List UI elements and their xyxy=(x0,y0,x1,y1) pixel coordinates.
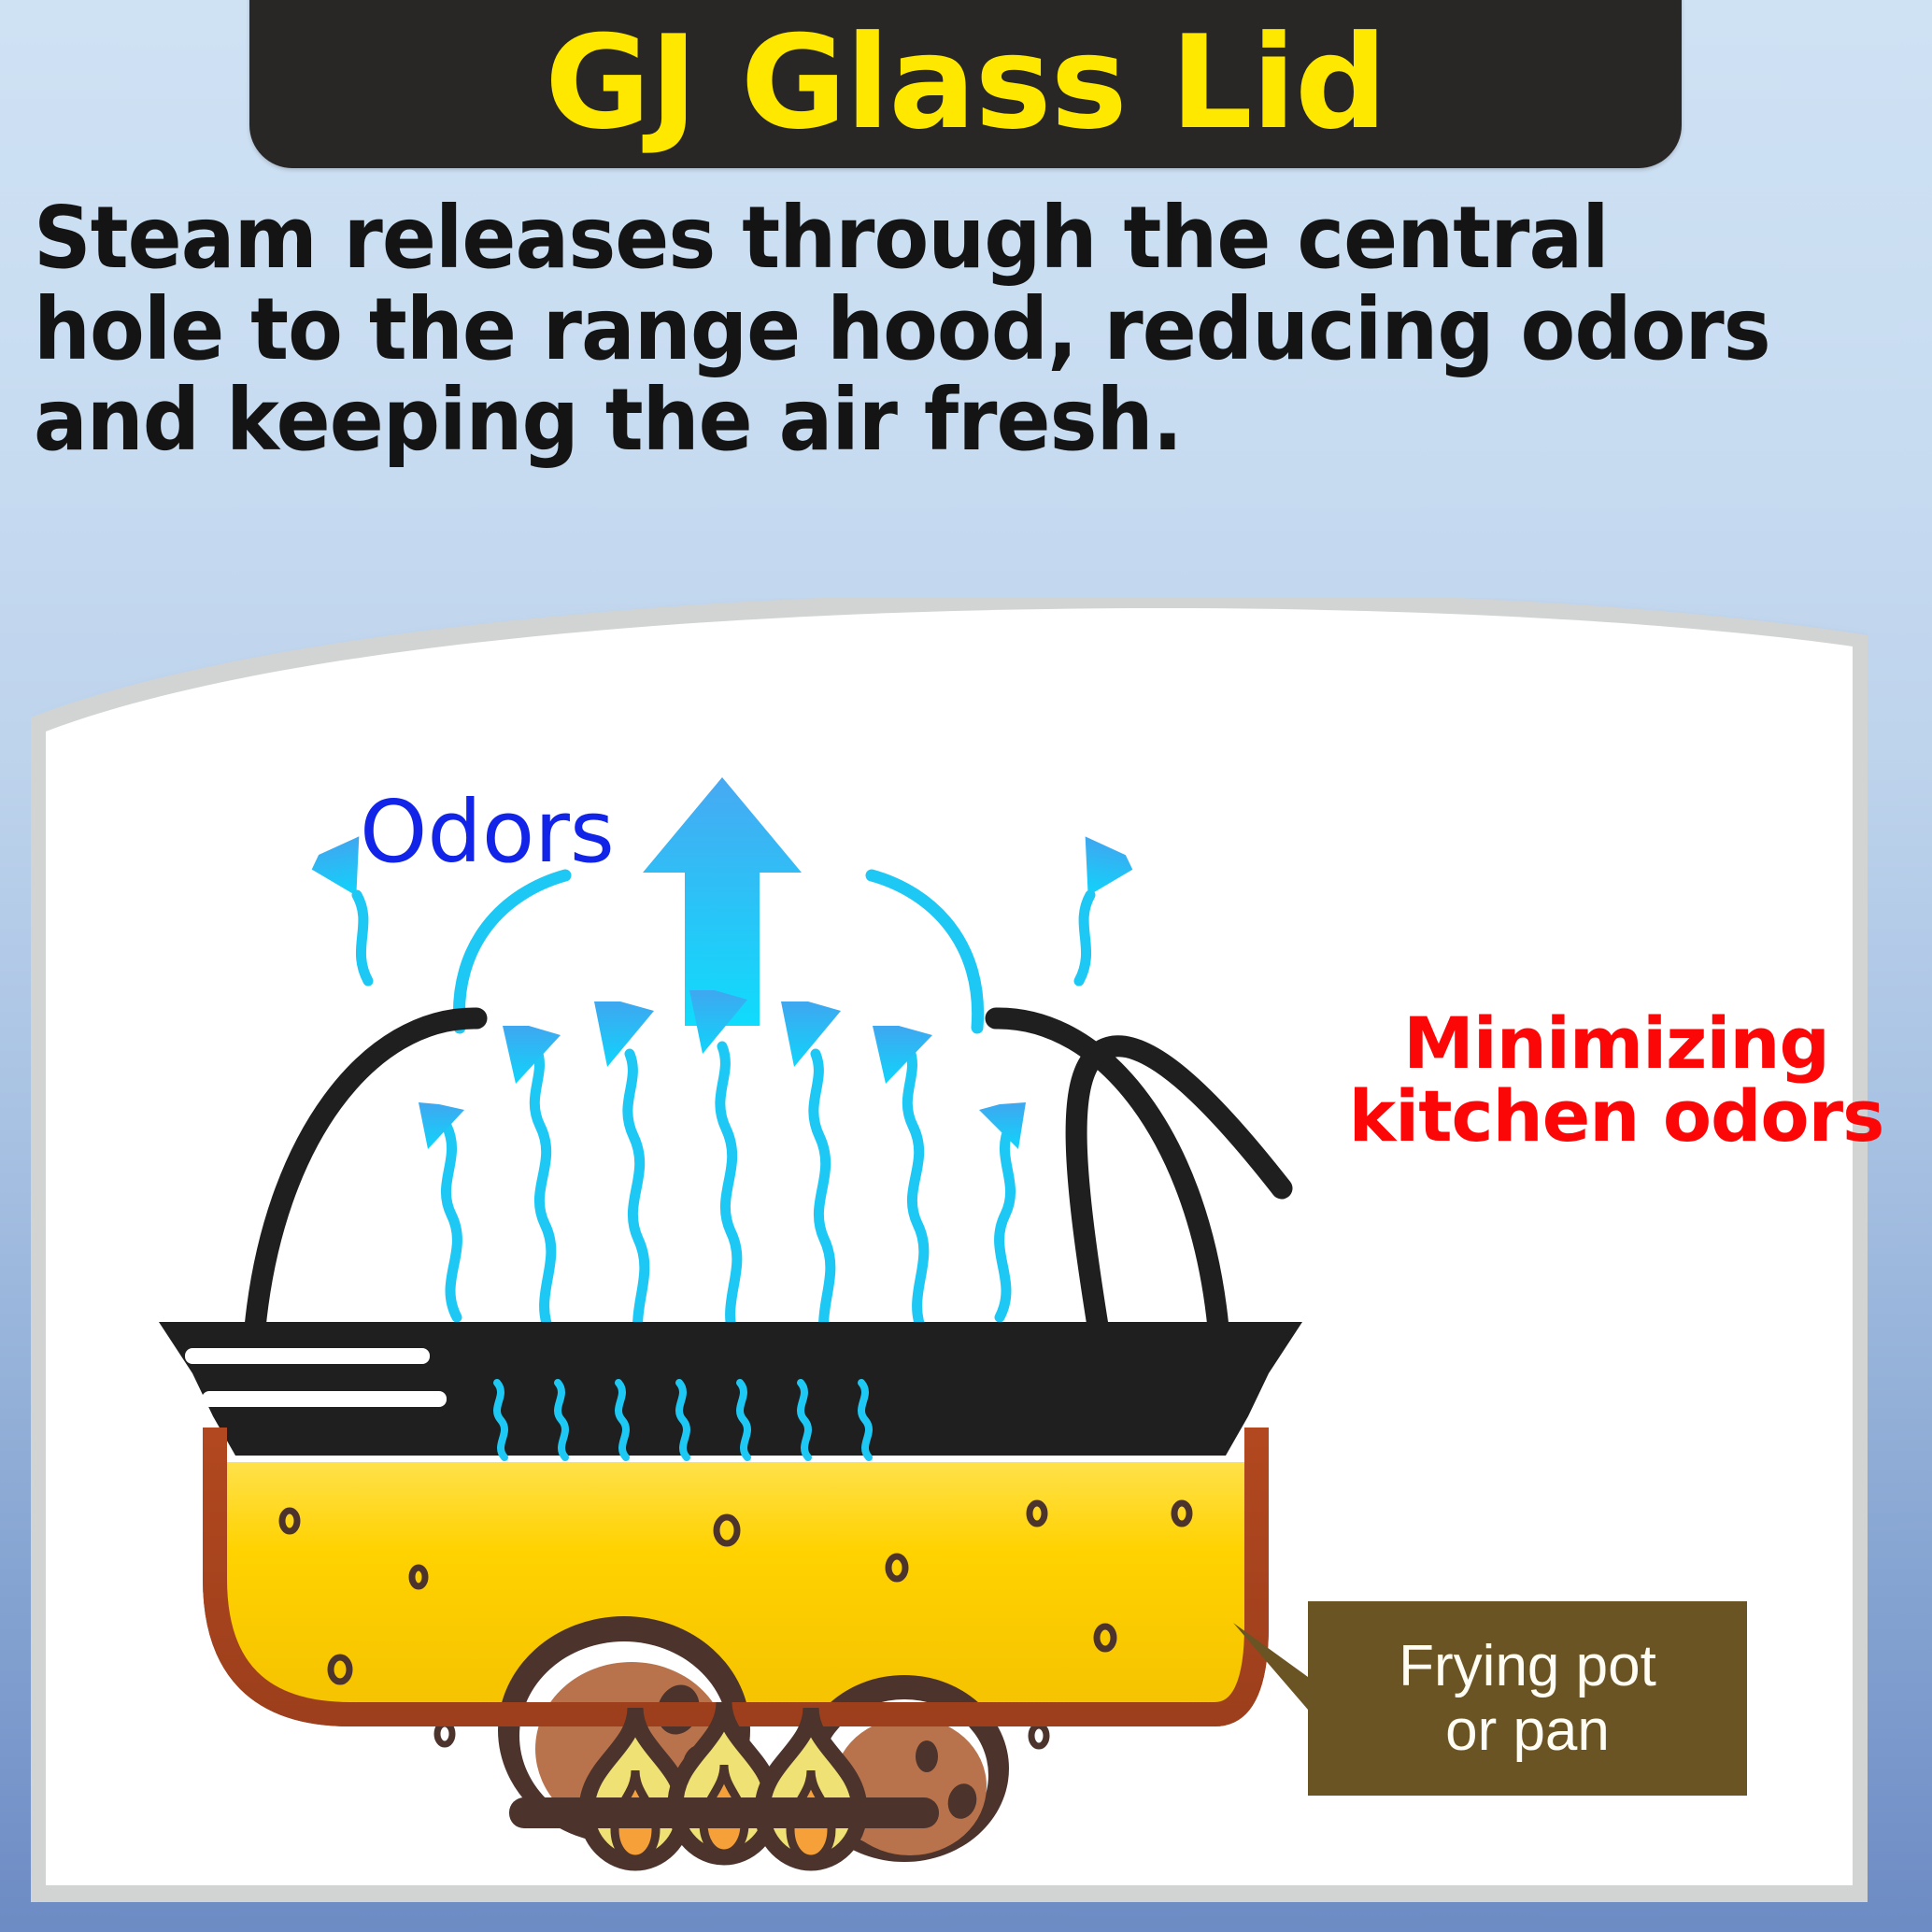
minimizing-kitchen-odors-label: Minimizing kitchen odors xyxy=(1336,1002,1896,1158)
subtitle-line-2: hole to the range hood, reducing odors xyxy=(34,278,1771,379)
inner-steam-squiggles xyxy=(493,1379,873,1461)
subtitle-line-1: Steam releases through the central xyxy=(34,188,1610,288)
flame-group xyxy=(578,1701,868,1871)
minimizing-line-2: kitchen odors xyxy=(1348,1074,1885,1158)
frying-callout-line-2: or pan xyxy=(1445,1698,1610,1763)
steam-wisps-group xyxy=(311,836,1133,1362)
glass-lid-dome xyxy=(244,1007,1229,1339)
frying-callout-line-1: Frying pot xyxy=(1399,1633,1656,1698)
frying-pot xyxy=(203,1428,1269,1862)
odors-label: Odors xyxy=(360,782,615,882)
steam-deflection-curves xyxy=(452,869,985,1034)
lid-rim-highlights xyxy=(185,1348,447,1407)
main-steam-arrow-icon xyxy=(643,777,802,1026)
stove-burner-bar xyxy=(509,1797,939,1828)
lid-handle-icon xyxy=(1065,1035,1293,1337)
page-title: GJ Glass Lid xyxy=(545,7,1387,158)
title-banner: GJ Glass Lid xyxy=(249,0,1682,168)
subtitle-line-3: and keeping the air fresh. xyxy=(34,370,1183,471)
callout-pointer xyxy=(1233,1623,1308,1710)
frying-pot-callout: Frying pot or pan xyxy=(1308,1601,1747,1796)
cooking-oil xyxy=(221,1462,1250,1705)
lid-rim xyxy=(159,1322,1302,1456)
subtitle-text: Steam releases through the central hole … xyxy=(34,192,1771,466)
minimizing-line-1: Minimizing xyxy=(1403,1002,1830,1085)
oil-bubbles xyxy=(278,1499,1193,1750)
